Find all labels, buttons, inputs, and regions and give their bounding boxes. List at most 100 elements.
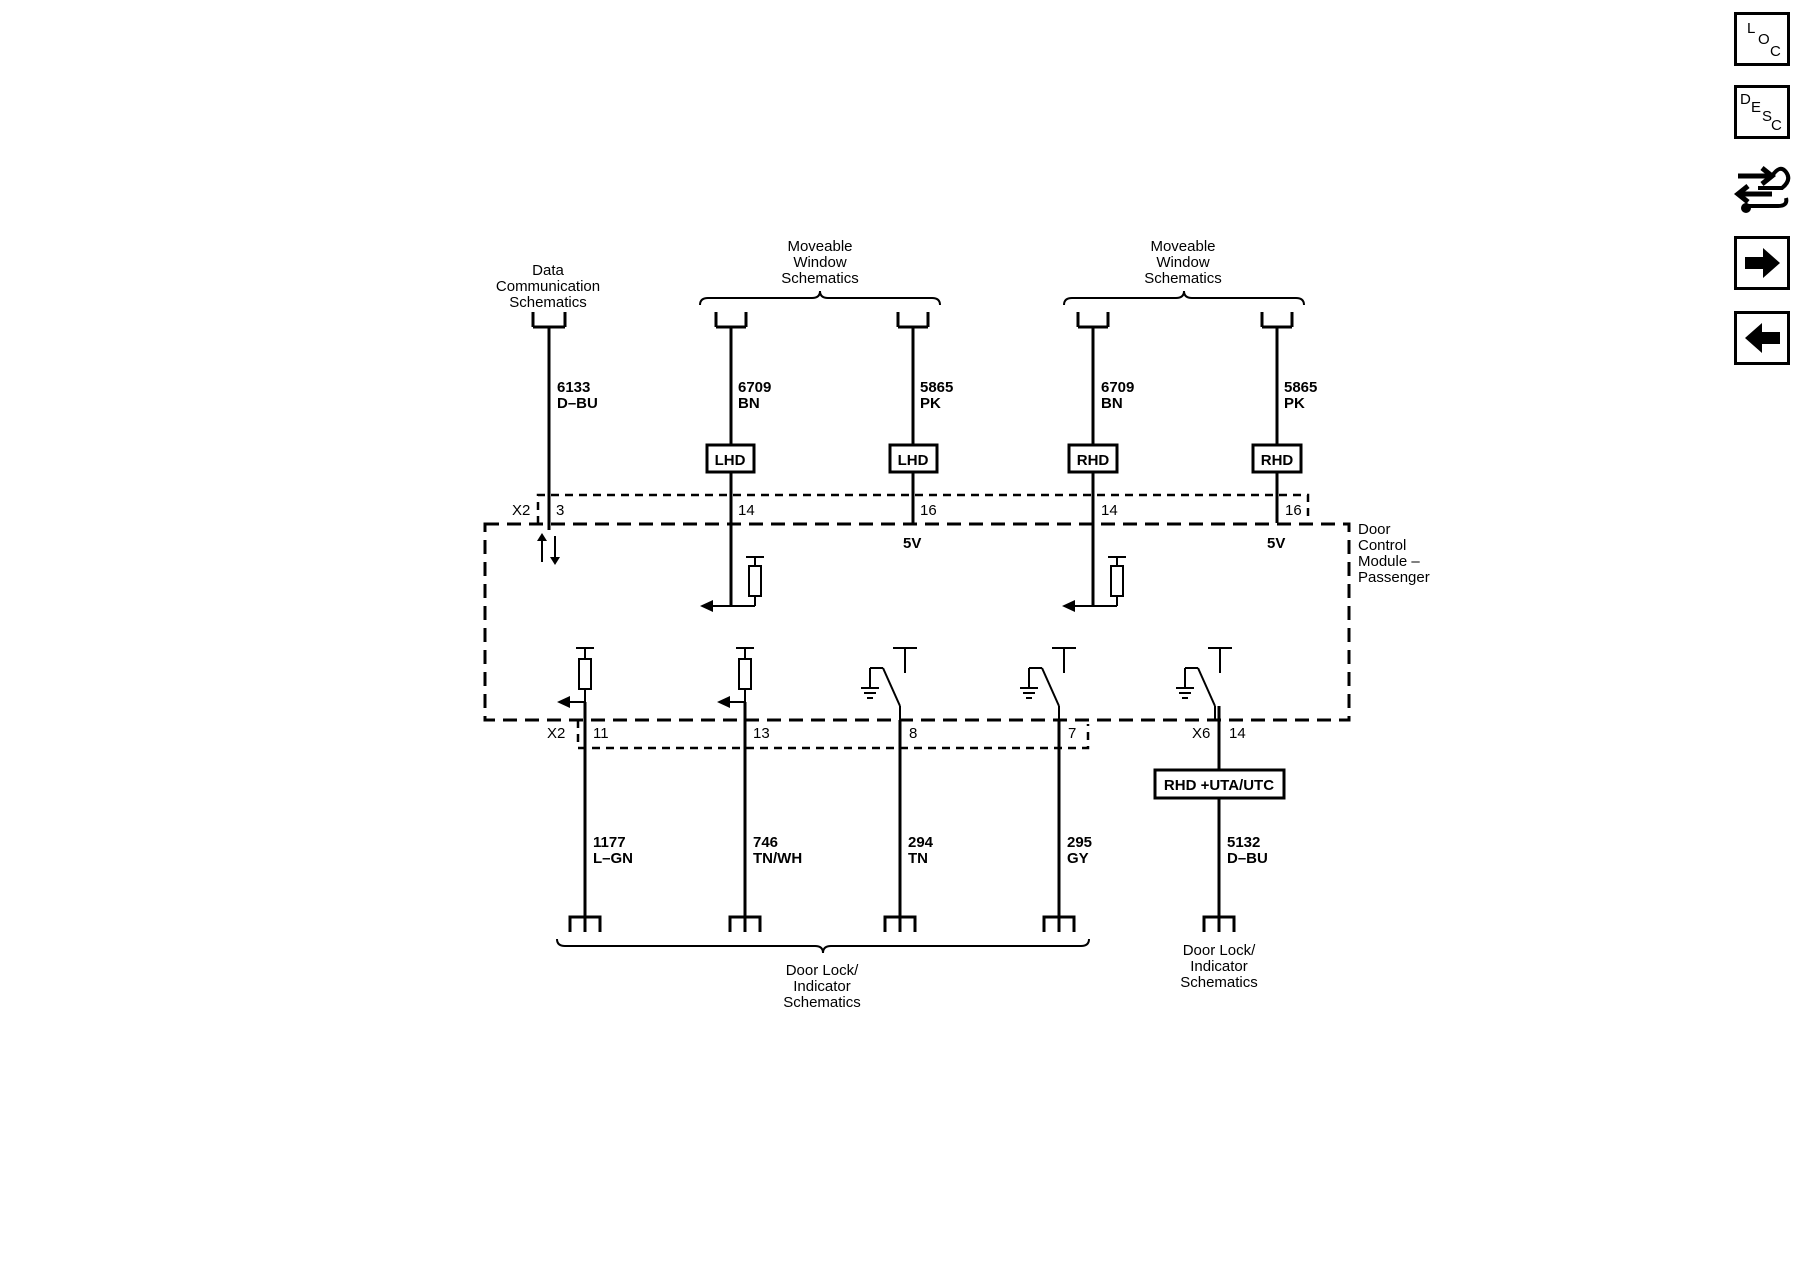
svg-text:S: S	[1762, 108, 1772, 125]
svg-text:BN: BN	[1101, 395, 1123, 412]
svg-text:TN: TN	[908, 850, 928, 867]
back-button[interactable]	[1734, 311, 1790, 365]
svg-text:RHD +UTA/UTC: RHD +UTA/UTC	[1164, 777, 1274, 794]
serial-data-arrows-icon	[537, 533, 560, 565]
pullup-circuit-rhd	[1062, 556, 1126, 612]
low-side-switch-8	[861, 647, 917, 720]
pullup-circuit-13	[717, 647, 754, 708]
svg-text:D–BU: D–BU	[557, 395, 598, 412]
wire-label-6133: 6133 D–BU	[557, 379, 598, 412]
x2-top-label: X2	[512, 502, 530, 519]
x2-bottom-label: X2	[547, 725, 565, 742]
door-lock-right-label: Door Lock/ Indicator Schematics	[1180, 942, 1258, 991]
wire-label-295: 295 GY	[1067, 834, 1092, 867]
svg-text:L: L	[1747, 20, 1755, 37]
right-arrow-icon	[1745, 248, 1780, 278]
svg-text:TN/WH: TN/WH	[753, 850, 802, 867]
svg-text:C: C	[1771, 117, 1782, 134]
svg-text:6709: 6709	[1101, 379, 1134, 396]
svg-text:PK: PK	[920, 395, 941, 412]
pin-16-rhd: 16	[1285, 502, 1302, 519]
wire-label-746: 746 TN/WH	[753, 834, 802, 867]
window-left-brace	[699, 290, 941, 306]
wire-label-294: 294 TN	[908, 834, 934, 867]
svg-text:295: 295	[1067, 834, 1092, 851]
next-button[interactable]	[1734, 236, 1790, 290]
loc-icon: L O C	[1747, 20, 1781, 60]
svg-text:Schematics: Schematics	[509, 294, 587, 311]
pullup-circuit-11	[557, 647, 594, 708]
svg-text:Data: Data	[532, 262, 564, 279]
voltage-5v-lhd: 5V	[903, 535, 921, 552]
loc-button[interactable]: L O C	[1734, 12, 1790, 66]
svg-text:Moveable: Moveable	[1150, 238, 1215, 255]
pin-11: 11	[593, 725, 609, 742]
svg-text:Indicator: Indicator	[1190, 958, 1248, 975]
wire-label-1177: 1177 L–GN	[593, 834, 633, 867]
svg-text:5132: 5132	[1227, 834, 1260, 851]
svg-text:Passenger: Passenger	[1358, 569, 1430, 586]
bottom-terminals	[568, 915, 1236, 932]
option-box-rhd-1: RHD	[1067, 443, 1119, 474]
data-comm-label: Data Communication Schematics	[496, 262, 600, 311]
pin-14-rhd: 14	[1101, 502, 1118, 519]
door-lock-left-brace	[556, 938, 1090, 954]
pin-8: 8	[909, 725, 917, 742]
svg-text:GY: GY	[1067, 850, 1089, 867]
svg-text:LHD: LHD	[715, 452, 746, 469]
desc-icon: D E S C	[1740, 91, 1782, 134]
module-label: Door Control Module – Passenger	[1358, 521, 1430, 586]
desc-button[interactable]: D E S C	[1734, 85, 1790, 139]
svg-text:Module –: Module –	[1358, 553, 1420, 570]
option-box-rhd-uta-utc: RHD +UTA/UTC	[1153, 768, 1286, 800]
svg-text:6133: 6133	[557, 379, 590, 396]
top-terminals	[531, 312, 1294, 329]
door-control-module-box	[483, 522, 1351, 722]
svg-text:Schematics: Schematics	[1144, 270, 1222, 287]
svg-text:BN: BN	[738, 395, 760, 412]
connector-end-view-button[interactable]	[1732, 158, 1794, 218]
pullup-circuit-lhd	[700, 556, 764, 612]
option-box-rhd-2: RHD	[1251, 443, 1303, 474]
svg-text:C: C	[1770, 43, 1781, 60]
pin-14-x6: 14	[1229, 725, 1246, 742]
svg-text:Indicator: Indicator	[793, 978, 851, 995]
top-wires	[547, 327, 1279, 606]
svg-text:Schematics: Schematics	[1180, 974, 1258, 991]
svg-text:Moveable: Moveable	[787, 238, 852, 255]
svg-text:PK: PK	[1284, 395, 1305, 412]
wire-label-6709-rhd: 6709 BN	[1101, 379, 1134, 412]
option-box-lhd-2: LHD	[888, 443, 939, 474]
pin-13: 13	[753, 725, 770, 742]
svg-text:RHD: RHD	[1077, 452, 1110, 469]
svg-text:Control: Control	[1358, 537, 1406, 554]
svg-text:5865: 5865	[920, 379, 953, 396]
connector-end-view-icon	[1733, 166, 1791, 213]
svg-text:746: 746	[753, 834, 778, 851]
svg-text:Door Lock/: Door Lock/	[1183, 942, 1256, 959]
svg-text:6709: 6709	[738, 379, 771, 396]
wire-label-5132: 5132 D–BU	[1227, 834, 1268, 867]
svg-text:LHD: LHD	[898, 452, 929, 469]
svg-text:RHD: RHD	[1261, 452, 1294, 469]
svg-text:D: D	[1740, 91, 1751, 108]
svg-text:Door Lock/: Door Lock/	[786, 962, 859, 979]
svg-text:L–GN: L–GN	[593, 850, 633, 867]
window-right-label: Moveable Window Schematics	[1144, 238, 1222, 287]
svg-text:294: 294	[908, 834, 934, 851]
voltage-5v-rhd: 5V	[1267, 535, 1285, 552]
x2-bottom-connector	[576, 720, 1090, 750]
svg-text:Communication: Communication	[496, 278, 600, 295]
svg-text:Door: Door	[1358, 521, 1391, 538]
wire-label-5865-lhd: 5865 PK	[920, 379, 953, 412]
wire-label-5865-rhd: 5865 PK	[1284, 379, 1317, 412]
wire-label-6709-lhd: 6709 BN	[738, 379, 771, 412]
svg-text:O: O	[1758, 31, 1770, 48]
pin-14-lhd: 14	[738, 502, 755, 519]
svg-text:Schematics: Schematics	[781, 270, 859, 287]
svg-text:Window: Window	[1156, 254, 1210, 271]
x2-top-connector	[536, 493, 1310, 524]
low-side-switch-7	[1020, 647, 1076, 720]
x6-label: X6	[1192, 725, 1210, 742]
